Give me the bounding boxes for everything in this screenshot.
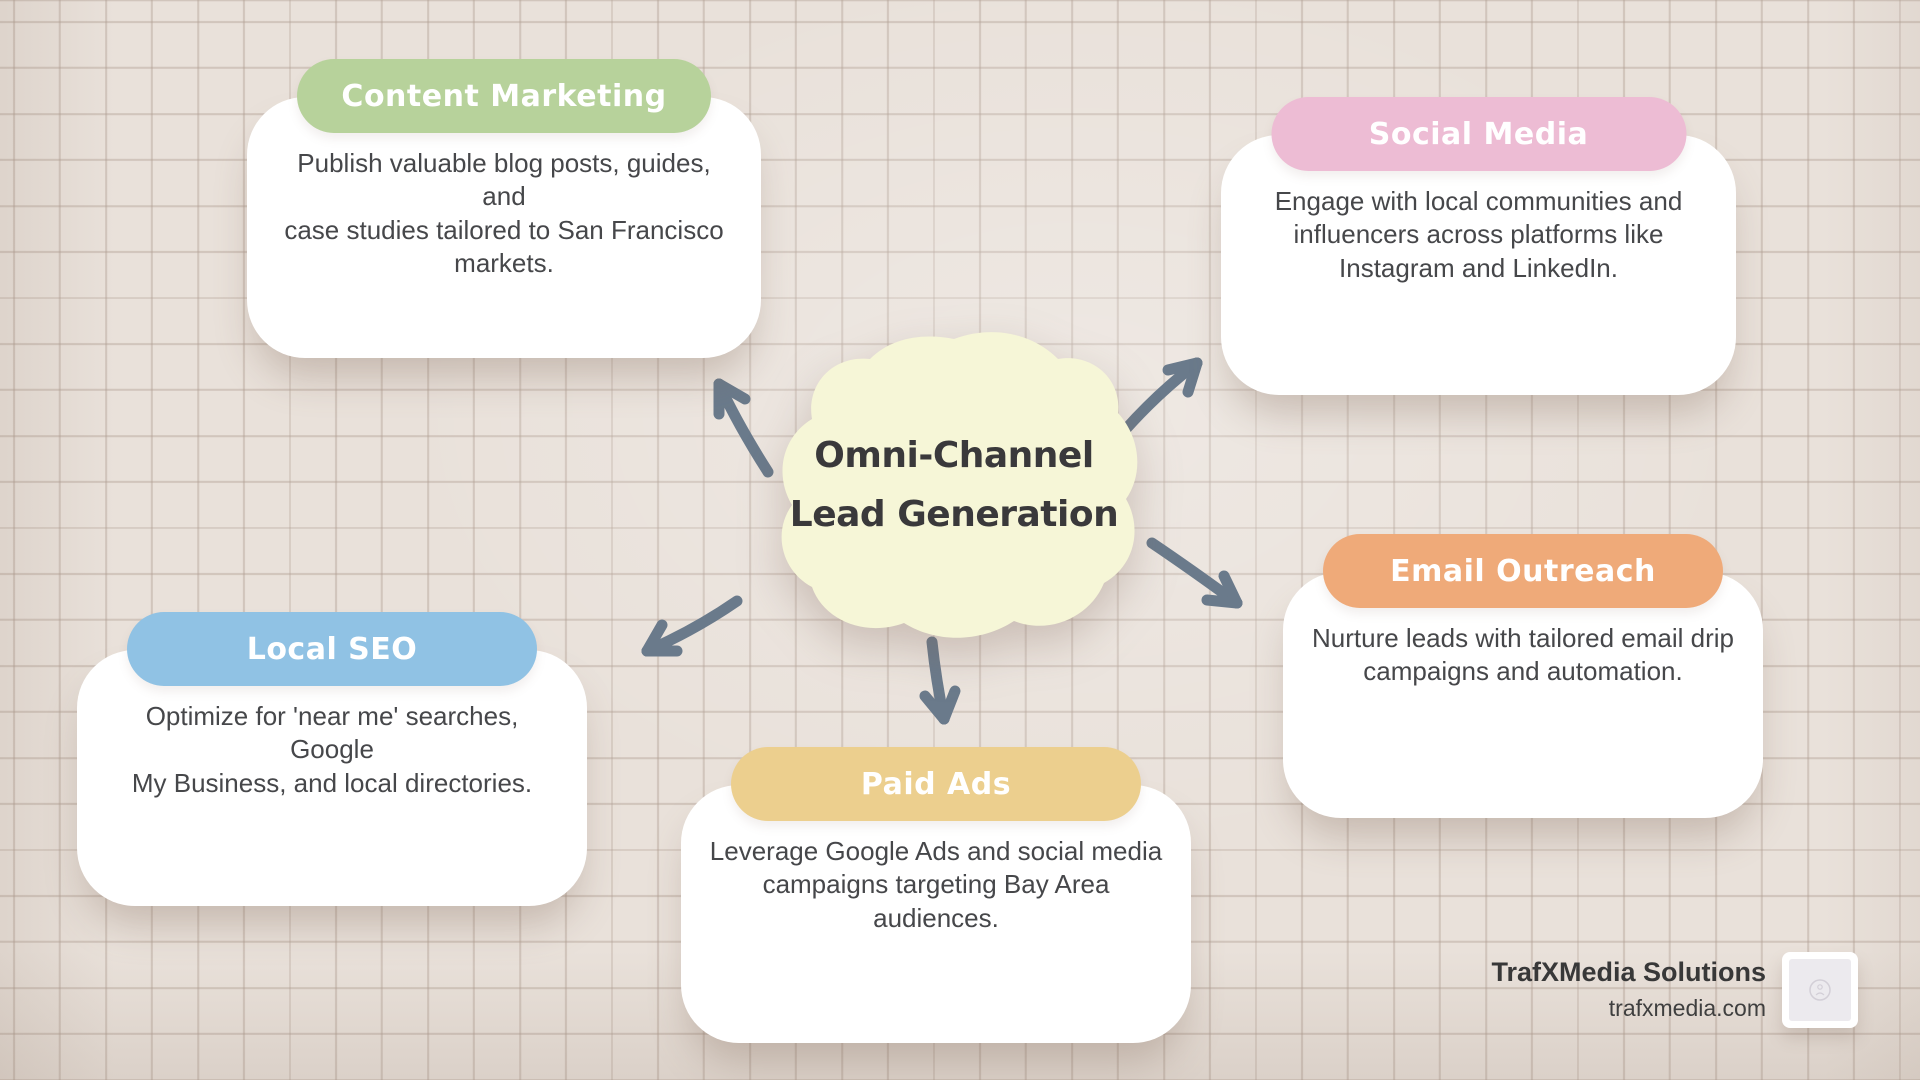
blob-shape [781, 332, 1138, 638]
branch-header-content-marketing: Content Marketing [297, 59, 711, 133]
branch-header-local-seo: Local SEO [127, 612, 537, 686]
arrow-to-paid-ads-icon [919, 636, 961, 725]
branch-header-email-outreach: Email Outreach [1323, 534, 1723, 608]
branch-description-content-marketing: Publish valuable blog posts, guides, and… [284, 148, 724, 278]
arrow-to-email-outreach-icon [1146, 537, 1243, 609]
branch-card-paid-ads: Paid Ads Leverage Google Ads and social … [681, 747, 1191, 1043]
central-topic-blob [781, 332, 1138, 638]
logo-emblem-icon [1809, 979, 1831, 1001]
footer-branding: TrafXMedia Solutions trafxmedia.com [1491, 952, 1858, 1028]
branch-card-content-marketing: Content Marketing Publish valuable blog … [247, 59, 761, 358]
branch-label-content-marketing: Content Marketing [341, 78, 667, 114]
branch-description-social-media: Engage with local communities and influe… [1274, 186, 1683, 283]
branch-card-email-outreach: Email Outreach Nurture leads with tailor… [1283, 534, 1763, 818]
branch-card-local-seo: Local SEO Optimize for 'near me' searche… [77, 612, 587, 906]
logo-placeholder [1789, 959, 1851, 1021]
branch-description-local-seo: Optimize for 'near me' searches, Google … [131, 701, 533, 798]
branch-description-paid-ads: Leverage Google Ads and social media cam… [709, 836, 1163, 933]
arrow-to-content-marketing-icon [713, 378, 774, 478]
footer-logo [1782, 952, 1858, 1028]
arrow-to-local-seo-icon [641, 595, 743, 657]
footer-text: TrafXMedia Solutions trafxmedia.com [1491, 956, 1766, 1024]
footer-company-name: TrafXMedia Solutions [1491, 956, 1766, 987]
branch-label-email-outreach: Email Outreach [1390, 553, 1656, 589]
branch-label-social-media: Social Media [1368, 116, 1589, 152]
branch-card-social-media: Social Media Engage with local communiti… [1221, 97, 1736, 395]
central-topic-title: Omni-Channel Lead Generation [789, 434, 1119, 535]
central-topic: Omni-Channel Lead Generation [770, 325, 1138, 645]
branch-label-paid-ads: Paid Ads [860, 766, 1012, 802]
branch-header-paid-ads: Paid Ads [731, 747, 1141, 821]
branch-header-social-media: Social Media [1271, 97, 1686, 171]
branch-label-local-seo: Local SEO [246, 631, 418, 667]
footer-website: trafxmedia.com [1608, 995, 1766, 1022]
branch-description-email-outreach: Nurture leads with tailored email drip c… [1312, 623, 1734, 687]
